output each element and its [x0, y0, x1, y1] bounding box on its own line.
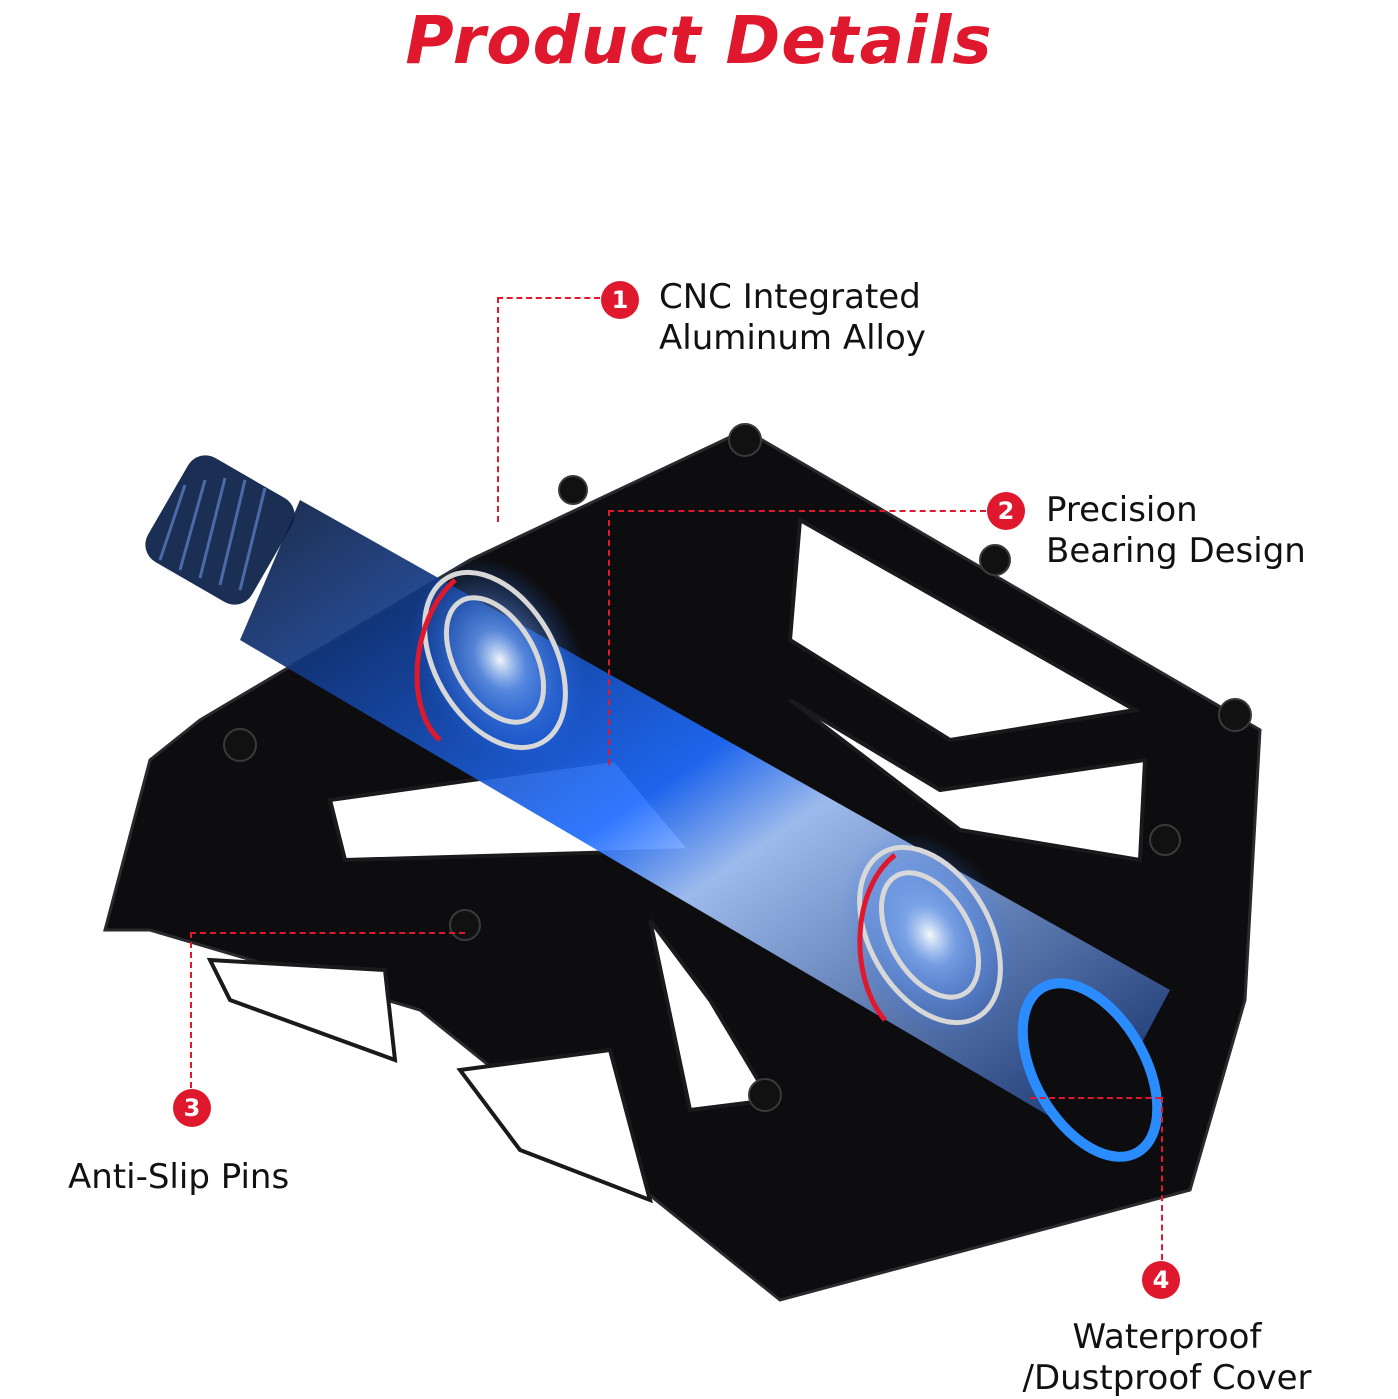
callout-2-label: Precision Bearing Design: [1046, 490, 1306, 572]
callout-3-label: Anti-Slip Pins: [68, 1157, 289, 1198]
leader-line-2: [608, 510, 986, 512]
pin-icons: [223, 423, 1252, 1112]
callout-3-badge: 3: [173, 1089, 211, 1127]
spindle-thread: [145, 455, 295, 605]
callout-4-badge: 4: [1142, 1261, 1180, 1299]
leader-line-3: [190, 932, 465, 934]
leader-line-1-vertical: [497, 297, 499, 522]
callout-2-line-1: Precision: [1046, 490, 1198, 530]
leader-line-4-vertical: [1161, 1097, 1163, 1260]
leader-line-2-vertical: [608, 510, 610, 765]
callout-2-badge: 2: [987, 492, 1025, 530]
leader-line-4: [1030, 1097, 1161, 1099]
callout-2-line-2: Bearing Design: [1046, 531, 1306, 571]
leader-line-3-vertical: [190, 932, 192, 1088]
callout-1-line-1: CNC Integrated: [659, 277, 921, 317]
bearing-icons: [422, 569, 1003, 1026]
callout-4-label: Waterproof /Dustproof Cover: [1002, 1317, 1332, 1399]
page-title: Product Details: [405, 2, 993, 79]
callout-3-line-1: Anti-Slip Pins: [68, 1157, 290, 1197]
accent-arcs: [414, 578, 897, 1022]
callout-4-line-2: /Dustproof Cover: [1022, 1358, 1312, 1398]
callout-4-line-1: Waterproof: [1072, 1317, 1262, 1357]
callout-1-line-2: Aluminum Alloy: [659, 318, 926, 358]
leader-line-1: [497, 297, 600, 299]
callout-1-badge: 1: [601, 281, 639, 319]
callout-1-label: CNC Integrated Aluminum Alloy: [659, 277, 926, 359]
